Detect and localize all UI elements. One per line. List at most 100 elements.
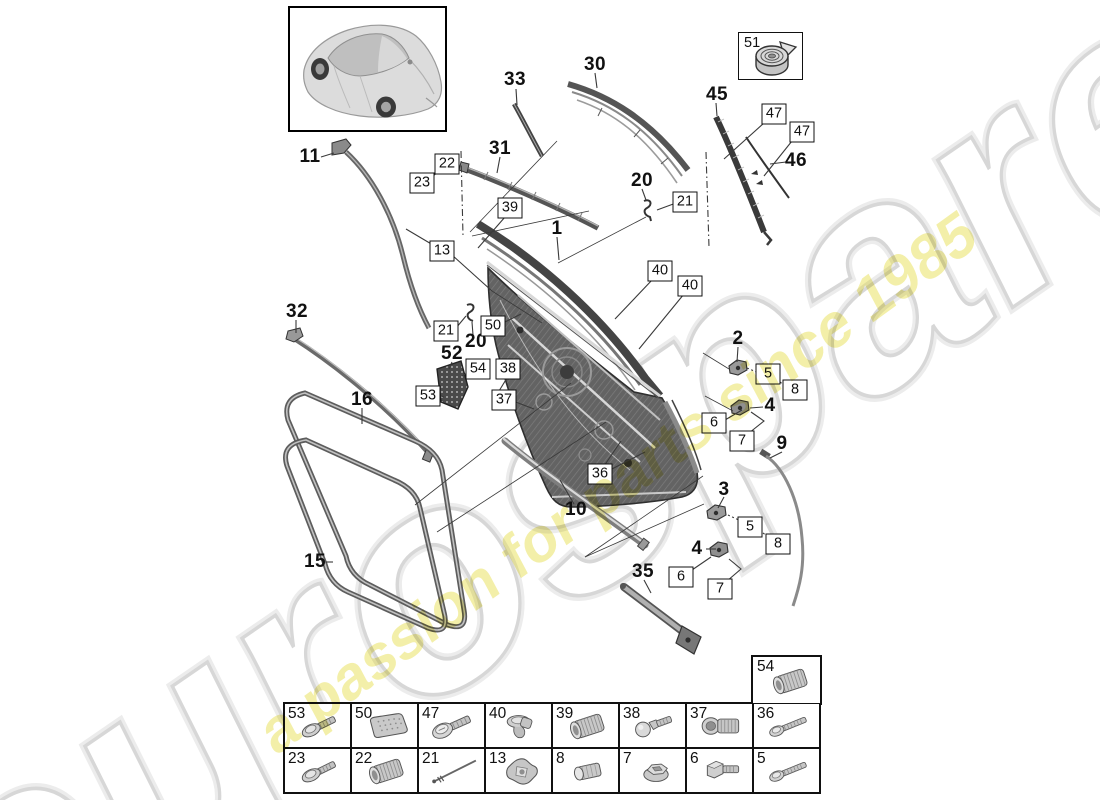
fastener-number: 54	[757, 658, 775, 675]
callout-box-50[interactable]: 50	[480, 315, 506, 337]
callout-4[interactable]: 4	[691, 538, 703, 559]
callout-32[interactable]: 32	[286, 301, 308, 322]
callout-33[interactable]: 33	[504, 69, 526, 90]
fastener-number: 50	[355, 705, 373, 722]
callout-box-54[interactable]: 54	[465, 358, 491, 380]
callout-box-21[interactable]: 21	[672, 191, 698, 213]
fastener-cell-21[interactable]: 21	[418, 748, 485, 793]
leader-lines	[295, 72, 793, 594]
side-mirror	[407, 59, 413, 65]
callout-box-7[interactable]: 7	[707, 578, 733, 600]
adhesive-tape-roll-icon	[755, 41, 798, 76]
callout-box-6[interactable]: 6	[668, 566, 694, 588]
fastener-number: 37	[690, 705, 708, 722]
fastener-cell-8[interactable]: 8	[552, 748, 619, 793]
fastener-cell-23[interactable]: 23	[284, 748, 351, 793]
cap-plug-icon	[572, 762, 602, 782]
callout-box-22[interactable]: 22	[434, 153, 460, 175]
part-9-cable	[759, 448, 805, 607]
callout-box-23[interactable]: 23	[409, 172, 435, 194]
callout-11[interactable]: 11	[299, 146, 321, 167]
fastener-number: 36	[757, 705, 775, 722]
fastener-cell-13[interactable]: 13	[485, 748, 552, 793]
part-10-lower-strip	[501, 437, 650, 552]
callout-box-8[interactable]: 8	[782, 379, 808, 401]
part-33-trim-strip	[512, 102, 544, 158]
fastener-number: 38	[623, 705, 641, 722]
part-11-door-channel	[331, 138, 432, 330]
part-15-door-seal	[283, 437, 448, 633]
callout-15[interactable]: 15	[304, 551, 326, 572]
callout-box-7[interactable]: 7	[729, 430, 755, 452]
callout-box-6[interactable]: 6	[701, 412, 727, 434]
part-45-pillar-trim	[713, 115, 773, 246]
callout-box-36[interactable]: 36	[587, 463, 613, 485]
callout-box-21[interactable]: 21	[433, 320, 459, 342]
part-52-grille	[436, 360, 469, 410]
part-20-clip-lower	[466, 303, 475, 322]
callout-2[interactable]: 2	[732, 328, 744, 349]
callout-3[interactable]: 3	[718, 479, 730, 500]
vehicle-inset-box	[288, 6, 447, 132]
vehicle-illustration	[303, 24, 443, 118]
fastener-cell-40[interactable]: 40	[485, 703, 552, 748]
part-2-hinge	[728, 359, 748, 376]
part-3-hinge	[706, 504, 727, 521]
part-20-clip-upper	[643, 199, 652, 222]
fastener-number: 13	[489, 750, 507, 767]
fastener-number: 21	[422, 750, 440, 767]
callout-9[interactable]: 9	[776, 433, 788, 454]
callout-45[interactable]: 45	[706, 84, 728, 105]
callout-box-13[interactable]: 13	[429, 240, 455, 262]
callout-46[interactable]: 46	[785, 150, 807, 171]
callout-20[interactable]: 20	[631, 170, 653, 191]
callout-box-53[interactable]: 53	[415, 385, 441, 407]
callout-box-47[interactable]: 47	[789, 121, 815, 143]
fastener-cell-7[interactable]: 7	[619, 748, 686, 793]
part-16-door-seal	[284, 390, 468, 630]
fastener-cell-53[interactable]: 53	[284, 703, 351, 748]
callout-16[interactable]: 16	[351, 389, 373, 410]
callout-box-38[interactable]: 38	[495, 358, 521, 380]
callout-box-47[interactable]: 47	[761, 103, 787, 125]
callout-10[interactable]: 10	[565, 499, 587, 520]
fastener-cell-54[interactable]: 54	[751, 655, 822, 705]
fastener-cell-50[interactable]: 50	[351, 703, 418, 748]
fastener-number: 53	[288, 705, 306, 722]
callout-30[interactable]: 30	[584, 54, 606, 75]
fastener-cell-22[interactable]: 22	[351, 748, 418, 793]
callout-31[interactable]: 31	[489, 138, 511, 159]
part-35-door-check-rod	[620, 583, 702, 655]
fastener-cell-36[interactable]: 36	[753, 703, 820, 748]
fastener-cell-39[interactable]: 39	[552, 703, 619, 748]
long-screw-icon	[767, 759, 809, 784]
callout-1[interactable]: 1	[551, 218, 563, 239]
fastener-cell-37[interactable]: 37	[686, 703, 753, 748]
fastener-number: 47	[422, 705, 440, 722]
fastener-cell-47[interactable]: 47	[418, 703, 485, 748]
fastener-number: 22	[355, 750, 373, 767]
callout-box-39[interactable]: 39	[497, 197, 523, 219]
fastener-number: 6	[690, 750, 699, 767]
callout-box-40[interactable]: 40	[647, 260, 673, 282]
fastener-cell-38[interactable]: 38	[619, 703, 686, 748]
callout-box-37[interactable]: 37	[491, 389, 517, 411]
callout-4[interactable]: 4	[764, 395, 776, 416]
tape-part-number: 51	[744, 35, 761, 51]
hex-bolt-icon	[706, 760, 740, 779]
fastener-number: 5	[757, 750, 766, 767]
part-4-bracket-upper	[730, 399, 750, 416]
callout-52[interactable]: 52	[441, 343, 463, 364]
fastener-cell-6[interactable]: 6	[686, 748, 753, 793]
flange-nut-icon	[643, 763, 669, 782]
tape-part-box[interactable]: 51	[738, 32, 803, 80]
callout-box-5[interactable]: 5	[737, 516, 763, 538]
callout-box-5[interactable]: 5	[755, 363, 781, 385]
fastener-cell-5[interactable]: 5	[753, 748, 820, 793]
callout-box-8[interactable]: 8	[765, 533, 791, 555]
callout-35[interactable]: 35	[632, 561, 654, 582]
callout-box-40[interactable]: 40	[677, 275, 703, 297]
